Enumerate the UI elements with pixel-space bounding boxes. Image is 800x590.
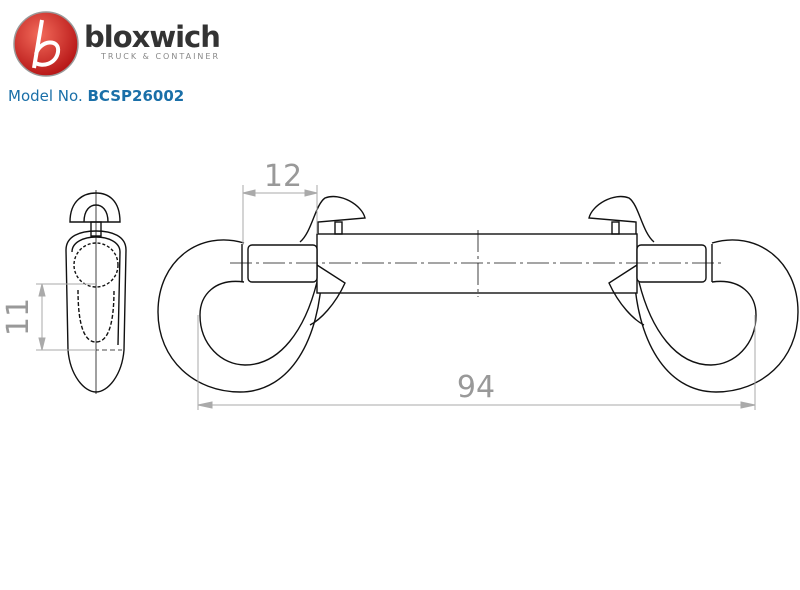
model-number: Model No. BCSP26002 [8, 87, 184, 105]
front-view [157, 195, 799, 393]
brand-logo [13, 11, 79, 77]
dimension-94: 94 [457, 370, 495, 405]
dimension-12: 12 [264, 159, 302, 194]
model-label: Model No. [8, 87, 83, 105]
dimension-11: 11 [1, 298, 36, 336]
side-view [65, 190, 127, 394]
brand-tagline: TRUCK & CONTAINER [101, 52, 221, 61]
model-value: BCSP26002 [87, 87, 185, 105]
brand-name: bloxwich [84, 20, 221, 54]
